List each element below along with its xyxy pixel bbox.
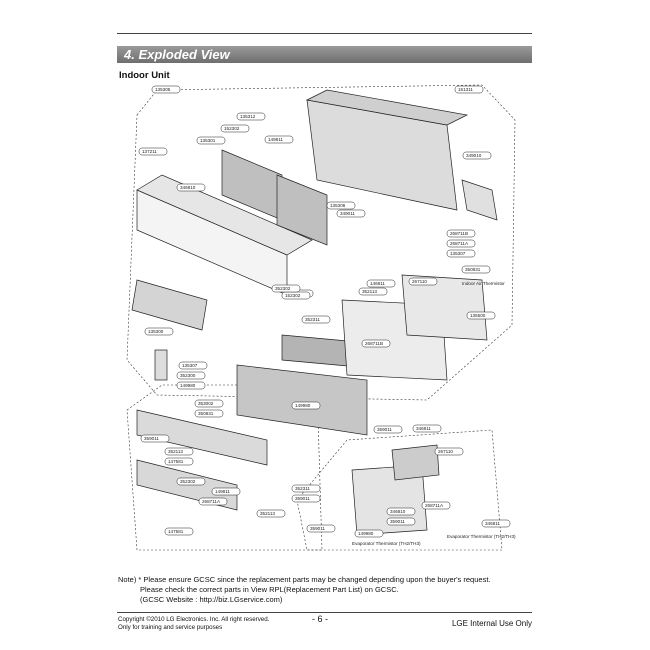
part-label: 151311: [458, 87, 473, 92]
part-label: 359011: [310, 526, 325, 531]
part-label: 359011: [295, 496, 310, 501]
part-label: 352311: [295, 486, 310, 491]
bottom-rule: [117, 612, 532, 613]
part-label-group: 135305 151311 137211 346810 135301 15230…: [138, 85, 511, 538]
part-label: 149980: [180, 383, 196, 388]
part-label: 268711B: [365, 341, 383, 346]
part-label: 353002: [198, 401, 214, 406]
part-label: 135306: [330, 203, 346, 208]
part-label: 349010: [466, 153, 482, 158]
part-label: 135312: [240, 114, 256, 119]
part-label: 352113: [260, 511, 275, 516]
section-title: 4. Exploded View: [124, 47, 230, 62]
part-label: 268711A: [450, 241, 469, 246]
part-label: 135305: [155, 87, 171, 92]
training-text: Only for training and service purposes: [118, 624, 223, 631]
part-label: 135307: [450, 251, 466, 256]
part-label: 346811: [485, 521, 500, 526]
part-label: 268711B: [450, 231, 468, 236]
part-label: 350831: [465, 267, 481, 272]
part-label: 135300: [148, 329, 164, 334]
copyright-text: Copyright ©2010 LG Electronics. Inc. All…: [118, 616, 270, 623]
evaporator-thermistor-label: Evaporator Thermistor (TH2/TH3): [352, 541, 421, 546]
note-line-2: Please check the correct parts in View R…: [140, 585, 399, 594]
part-label: 346811: [416, 426, 431, 431]
part-label: 359011: [377, 427, 392, 432]
part-label: 352113: [362, 289, 377, 294]
note-line-1: Note) * Please ensure GCSC since the rep…: [118, 575, 491, 584]
internal-use-label: LGE Internal Use Only: [451, 619, 532, 628]
part-label: 268711A: [425, 503, 444, 508]
exploded-view-diagram: 135305 151311 137211 346810 135301 15230…: [126, 84, 516, 551]
part-label: 135307: [182, 363, 198, 368]
part-label: 267110: [412, 279, 427, 284]
part-label: 359011: [144, 436, 159, 441]
part-label: 352311: [305, 317, 320, 322]
part-label: 146811: [370, 281, 385, 286]
part-label: 350831: [198, 411, 214, 416]
part-label: 346810: [390, 509, 406, 514]
part-label: 147581: [168, 459, 184, 464]
note-line-3: (GCSC Website : http://biz.LGservice.com…: [140, 595, 283, 604]
thermistor-label: Indoor Air Thermistor: [462, 281, 505, 286]
part-label: 268711A: [202, 499, 221, 504]
top-rule: [117, 33, 532, 34]
part-label: 352113: [168, 449, 183, 454]
part-label: 149811: [268, 137, 283, 142]
part-label: 149811: [215, 489, 230, 494]
part-label: 147581: [168, 529, 184, 534]
part-label: 359011: [390, 519, 405, 524]
page-number: - 6 -: [312, 614, 329, 624]
part-label: 349011: [340, 211, 355, 216]
part-label: 149980: [358, 531, 374, 536]
part-label: 135500: [470, 313, 486, 318]
part-label: 152302: [285, 293, 301, 298]
evaporator-thermistor-label-2: Evaporator Thermistor (TH2/TH3): [447, 534, 516, 539]
footer-left: Copyright ©2010 LG Electronics. Inc. All…: [118, 616, 269, 632]
part-label: 135301: [200, 138, 216, 143]
part-label: 352302: [180, 479, 196, 484]
part-label: 152302: [224, 126, 240, 131]
part-label: 137211: [142, 149, 157, 154]
subtitle-indoor-unit: Indoor Unit: [119, 70, 170, 81]
part-label: 352300: [180, 373, 196, 378]
part-label: 267110: [438, 449, 453, 454]
section-title-bar: 4. Exploded View: [117, 46, 532, 63]
part-label: 352302: [275, 286, 291, 291]
part-label: 346810: [180, 185, 196, 190]
part-label: 149980: [295, 403, 311, 408]
